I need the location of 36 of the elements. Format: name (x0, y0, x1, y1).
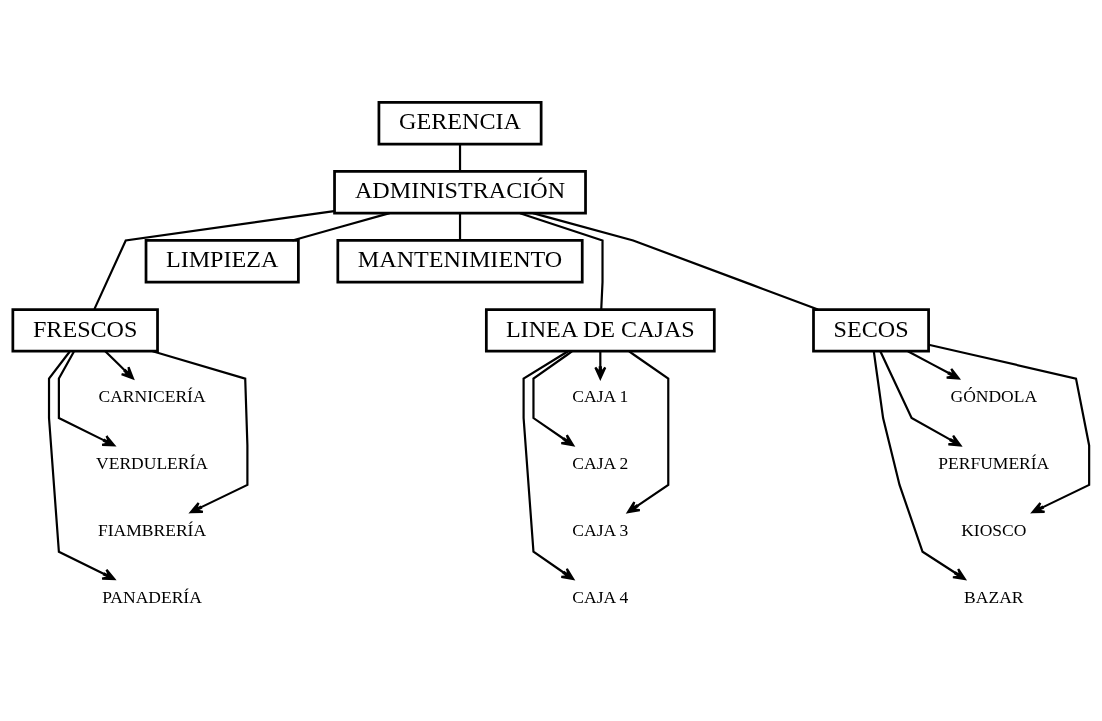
node-text: FIAMBRERÍA (98, 520, 207, 541)
node-box: FRESCOS (11, 308, 159, 353)
node-text: GÓNDOLA (950, 386, 1038, 407)
arrow (879, 351, 962, 447)
arrow (532, 350, 575, 447)
node-text: CAJA 1 (572, 386, 629, 407)
connector (458, 144, 462, 172)
node-box: SECOS (812, 308, 930, 353)
node-box: MANTENIMIENTO (336, 239, 584, 284)
node-text: PERFUMERÍA (938, 453, 1050, 474)
node-text: CARNICERÍA (98, 386, 206, 407)
node-box: LIMPIEZA (144, 239, 300, 284)
node-text: BAZAR (964, 587, 1024, 608)
node-text: VERDULERÍA (96, 453, 208, 474)
connector (458, 213, 462, 241)
arrow (626, 350, 670, 514)
node-text: PANADERÍA (102, 587, 202, 608)
arrow (522, 350, 575, 581)
node-box: ADMINISTRACIÓN (333, 170, 587, 215)
node-text: CAJA 3 (572, 520, 629, 541)
connector (519, 212, 604, 310)
arrow (57, 351, 116, 447)
arrow (104, 350, 134, 380)
node-box: LINEA DE CAJAS (484, 308, 716, 353)
node-box: GERENCIA (377, 101, 543, 146)
connector (292, 212, 390, 242)
arrow (47, 351, 116, 581)
node-text: CAJA 2 (572, 453, 629, 474)
arrow (907, 350, 960, 380)
node-text: KIOSCO (961, 520, 1027, 541)
arrow (872, 351, 966, 581)
arrow (928, 343, 1091, 514)
connector (532, 212, 819, 311)
node-text: CAJA 4 (572, 587, 629, 608)
connector (93, 210, 335, 310)
arrow (152, 350, 249, 514)
